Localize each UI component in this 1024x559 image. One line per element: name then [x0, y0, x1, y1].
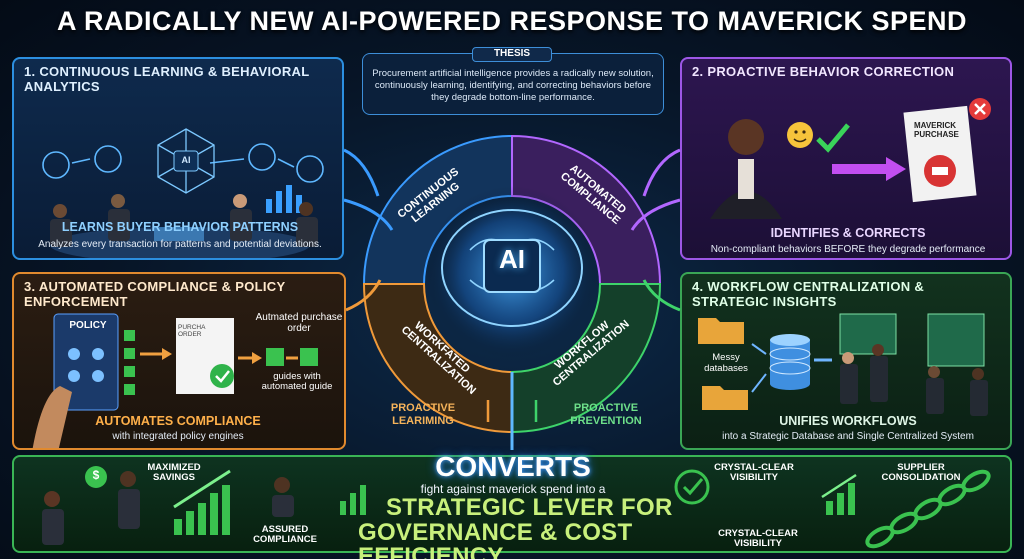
panel-1-title: LEARNS BUYER BEHAVIOR PATTERNS	[61, 220, 299, 234]
visibility-bottom-label: CRYSTAL-CLEAR VISIBILITY	[718, 528, 798, 549]
panel-4-heading: 4. WORKFLOW CENTRALIZATION & STRATEGIC I…	[692, 279, 925, 309]
hub-label-continuous-learning: CONTINUOUS LEARNING	[395, 165, 463, 226]
dollar-label: $	[92, 468, 100, 482]
policy-book-icon	[53, 313, 119, 411]
dashboard-screen	[839, 313, 897, 355]
bar-chart-icon	[340, 485, 366, 515]
messy-databases-label: Messy databases	[704, 352, 748, 374]
folder-icon	[702, 386, 748, 410]
check-icon	[300, 348, 318, 366]
panel-4-desc: into a Strategic Database and Single Cen…	[722, 431, 974, 442]
panel-2-heading: 2. PROACTIVE BEHAVIOR CORRECTION	[692, 64, 955, 79]
brain-icon	[94, 145, 122, 173]
folder-icon	[698, 318, 744, 344]
supplier-consolidation-label: SUPPLIER CONSOLIDATION	[881, 462, 961, 483]
bottom-illustration	[42, 466, 991, 549]
guides-label: guides with automated guide	[261, 371, 333, 392]
panel-behavior-correction: 2. PROACTIVE BEHAVIOR CORRECTION MAVERIC…	[680, 57, 1012, 260]
automated-po-label: Autmated purchase order	[255, 312, 343, 334]
panel-automated-compliance: 3. AUTOMATED COMPLIANCE & POLICY ENFORCE…	[12, 272, 346, 450]
person-avatar	[44, 491, 60, 507]
check-icon	[816, 123, 850, 153]
thesis-box: Procurement artificial intelligence prov…	[362, 53, 664, 115]
strategic-lever-line-1: STRATEGIC LEVER FOR	[386, 494, 673, 521]
panel-2-title: IDENTIFIES & CORRECTS	[770, 226, 926, 240]
person-avatar	[274, 477, 290, 493]
panel-4-illustration	[698, 313, 988, 416]
visibility-top-label: CRYSTAL-CLEAR VISIBILITY	[714, 462, 794, 483]
maximized-savings-label: MAXIMIZED SAVINGS	[147, 462, 201, 483]
panel-1-desc: Analyzes every transaction for patterns …	[38, 239, 322, 250]
hub-label-workfated-centralization: WORKFATED CENTRALIZATION	[398, 319, 478, 397]
bar-chart-icon	[266, 185, 302, 213]
hub-label-proactive-learning: PROACTIVE LEARIMING	[390, 402, 456, 427]
person-avatar	[120, 471, 136, 487]
bar-chart-icon	[826, 483, 855, 515]
panel-1-illustration	[42, 128, 324, 258]
panel-workflow-centralization: 4. WORKFLOW CENTRALIZATION & STRATEGIC I…	[680, 272, 1012, 450]
database-icon	[769, 334, 811, 390]
maverick-doc-label: MAVERICK PURCHASE	[914, 121, 959, 139]
panel-continuous-learning: 1. CONTINUOUS LEARNING & BEHAVIORAL ANAL…	[12, 57, 344, 260]
panel-1-heading: 1. CONTINUOUS LEARNING & BEHAVIORAL ANAL…	[24, 64, 310, 94]
person-avatar	[728, 119, 764, 155]
hub-ai-label: AI	[499, 244, 525, 274]
thesis-tag: THESIS	[472, 47, 552, 62]
bottom-banner: $ MAXIMIZED SAVINGS ASSURED COMPLIANCE C…	[12, 455, 1012, 553]
check-icon	[266, 348, 284, 366]
dashboard-screen	[927, 313, 985, 367]
hub-label-proactive-prevention: PROACTIVE PREVENTION	[570, 402, 642, 427]
strategic-lever-line-2: GOVERNANCE & COST EFFICIENCY	[358, 519, 633, 559]
brain-icon	[248, 143, 276, 171]
panel-2-illustration	[710, 98, 991, 219]
panel-3-heading: 3. AUTOMATED COMPLIANCE & POLICY ENFORCE…	[24, 279, 286, 309]
hub-label-automated-compliance: AUTOMATED COMPLIANCE	[557, 162, 629, 227]
converts-subtext: fight against maverick spend into a	[420, 482, 606, 496]
brain-icon	[296, 155, 324, 183]
chain-icon	[865, 469, 991, 549]
converts-heading: CONVERTS	[435, 451, 591, 482]
purchase-order-label: PURCHA ORDER	[178, 324, 206, 338]
growth-chart-icon	[174, 485, 230, 535]
page-title: A RADICALLY NEW AI-POWERED RESPONSE TO M…	[56, 6, 968, 36]
brain-icon	[42, 151, 70, 179]
panel-3-desc: with integrated policy engines	[112, 431, 244, 442]
ai-chip-label: AI	[181, 155, 191, 165]
panel-4-title: UNIFIES WORKFLOWS	[779, 414, 917, 428]
dollar-icon	[85, 466, 107, 488]
check-circle-icon	[674, 469, 710, 505]
hub-label-workflow-centralization: WORKFLOW CENTRALIZATION	[550, 318, 632, 389]
policy-label: POLICY	[69, 320, 107, 331]
hand-icon	[32, 386, 72, 448]
panel-3-title: AUTOMATES COMPLIANCE	[95, 414, 261, 428]
checklist-icon	[124, 330, 135, 395]
assured-compliance-label: ASSURED COMPLIANCE	[253, 524, 317, 545]
arrow-right-icon	[886, 157, 906, 181]
panel-2-desc: Non-compliant behaviors BEFORE they degr…	[710, 244, 986, 255]
panel-3-illustration	[32, 313, 318, 448]
smiley-icon	[787, 122, 813, 148]
